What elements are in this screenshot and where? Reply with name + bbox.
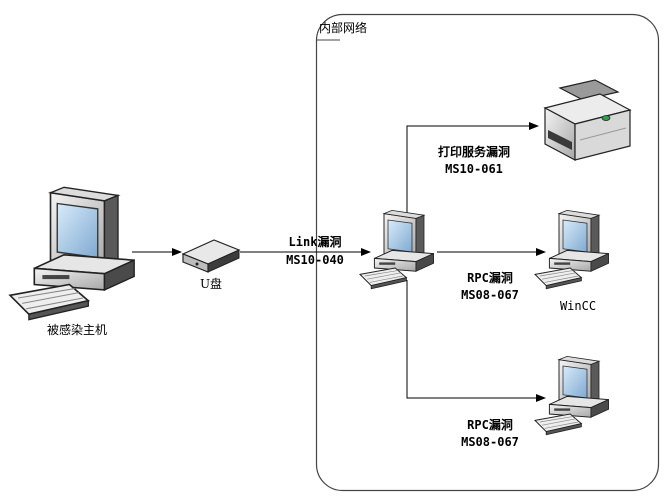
- wincc-label: WinCC: [559, 299, 597, 313]
- infected-host-computer-icon: [9, 186, 136, 321]
- infected-host-label: 被感染主机: [46, 323, 107, 337]
- edge-center-to-pc-bottom: [406, 280, 546, 402]
- edge-link-ms-label: MS10-040: [286, 253, 344, 267]
- edge-print-vuln-label: 打印服务漏洞: [437, 145, 510, 159]
- zone-title: 内部网络: [319, 21, 368, 35]
- edge-rpc1-vuln-label: RPC漏洞: [467, 271, 513, 285]
- edge-rpc2-ms-label: MS08-067: [461, 435, 519, 449]
- internal-computer-icon: [534, 355, 610, 436]
- printer-icon: [543, 79, 632, 161]
- edge-center-to-printer: [406, 122, 539, 215]
- wincc-computer-icon: [534, 209, 610, 290]
- edge-rpc1-ms-label: MS08-067: [461, 288, 519, 302]
- edge-print-ms-label: MS10-061: [445, 162, 503, 176]
- usb-label: U盘: [199, 277, 223, 291]
- edge-link-vuln-label: Link漏洞: [288, 235, 342, 249]
- usb-drive-icon: [181, 239, 241, 273]
- central-computer-icon: [359, 209, 435, 290]
- edge-rpc2-vuln-label: RPC漏洞: [467, 418, 513, 432]
